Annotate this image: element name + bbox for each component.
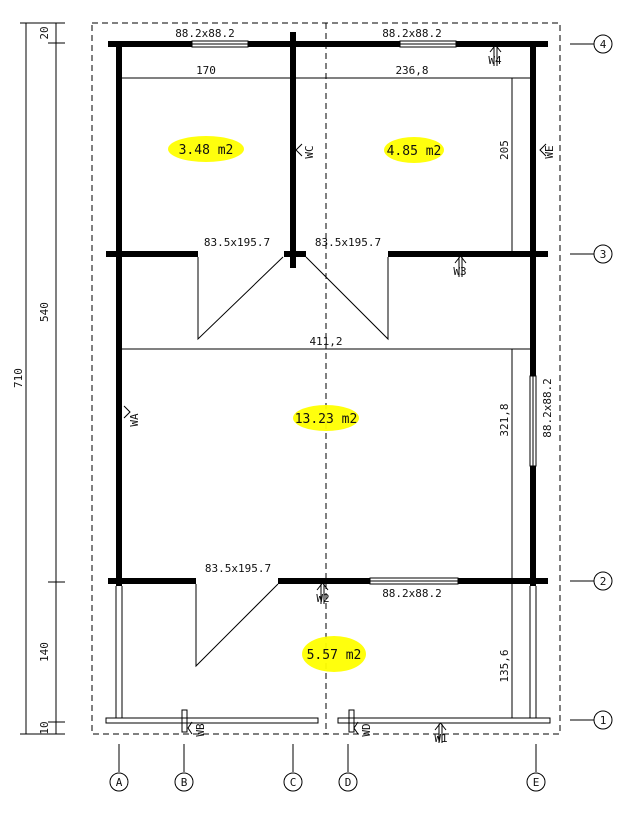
dim-left-20: 20 xyxy=(38,26,51,39)
left-dimensions: 20 540 140 10 710 xyxy=(12,22,65,735)
room4-area: 5.57 m2 xyxy=(307,648,362,663)
axis-e: E xyxy=(533,776,540,789)
wall-partition-vertical xyxy=(290,32,296,268)
tag-w3: W3 xyxy=(453,265,466,278)
dim-411: 411,2 xyxy=(309,335,342,348)
tag-wa: WA xyxy=(128,413,141,427)
dim-236: 236,8 xyxy=(395,64,428,77)
highlight-room4 xyxy=(302,636,366,672)
axis-4: 4 xyxy=(600,38,607,51)
tag-w4: W4 xyxy=(488,54,502,67)
axes-vertical: A B C D E xyxy=(109,744,546,792)
axis-d: D xyxy=(345,776,352,789)
door-label-lower: 83.5x195.7 xyxy=(205,562,271,575)
dim-205: 205 xyxy=(498,140,511,160)
wall-lower-left xyxy=(108,578,196,584)
tag-we: WE xyxy=(543,145,556,158)
dim-170: 170 xyxy=(196,64,216,77)
terrace-outline xyxy=(105,586,551,733)
highlight-room3 xyxy=(293,405,359,431)
tag-wc: WC xyxy=(303,145,316,158)
door-label-upper-right: 83.5x195.7 xyxy=(315,236,381,249)
window-label-top-left: 88.2x88.2 xyxy=(175,27,235,40)
axis-1: 1 xyxy=(600,714,607,727)
walls xyxy=(106,32,548,586)
window-label-right: 88.2x88.2 xyxy=(541,378,554,438)
tag-wb: WB xyxy=(194,723,207,737)
dim-total-710: 710 xyxy=(12,368,25,388)
axis-2: 2 xyxy=(600,575,607,588)
tag-w1: W1 xyxy=(434,732,447,745)
tag-w2: W2 xyxy=(316,592,329,605)
axis-3: 3 xyxy=(600,248,607,261)
wall-mid-left xyxy=(106,251,198,257)
dim-left-10: 10 xyxy=(38,721,51,734)
wall-top xyxy=(108,41,548,47)
axis-c: C xyxy=(290,776,297,789)
doors xyxy=(195,256,389,668)
wall-left xyxy=(116,41,122,586)
tag-wd: WD xyxy=(360,723,373,736)
dim-left-140: 140 xyxy=(38,642,51,662)
room1-area: 3.48 m2 xyxy=(179,143,234,158)
room2-area: 4.85 m2 xyxy=(387,144,442,159)
wall-mid-center xyxy=(284,251,306,257)
axes-horizontal: 4 3 2 1 xyxy=(570,34,613,730)
dim-135: 135,6 xyxy=(498,649,511,682)
room3-area: 13.23 m2 xyxy=(295,412,358,427)
door-label-upper-left: 83.5x195.7 xyxy=(204,236,270,249)
axis-b: B xyxy=(181,776,188,789)
highlight-room2 xyxy=(384,137,444,163)
wall-tags: W4 W3 W2 W1 WA WC WE WB WD xyxy=(123,44,556,745)
wall-mid-right xyxy=(388,251,548,257)
window-label-mid-right: 88.2x88.2 xyxy=(382,587,442,600)
window-label-top-right: 88.2x88.2 xyxy=(382,27,442,40)
wall-right xyxy=(530,41,536,586)
inner-dim-lines xyxy=(122,77,530,718)
axis-a: A xyxy=(116,776,123,789)
dim-left-540: 540 xyxy=(38,302,51,322)
dim-321: 321,8 xyxy=(498,403,511,436)
highlight-room1 xyxy=(168,136,244,162)
